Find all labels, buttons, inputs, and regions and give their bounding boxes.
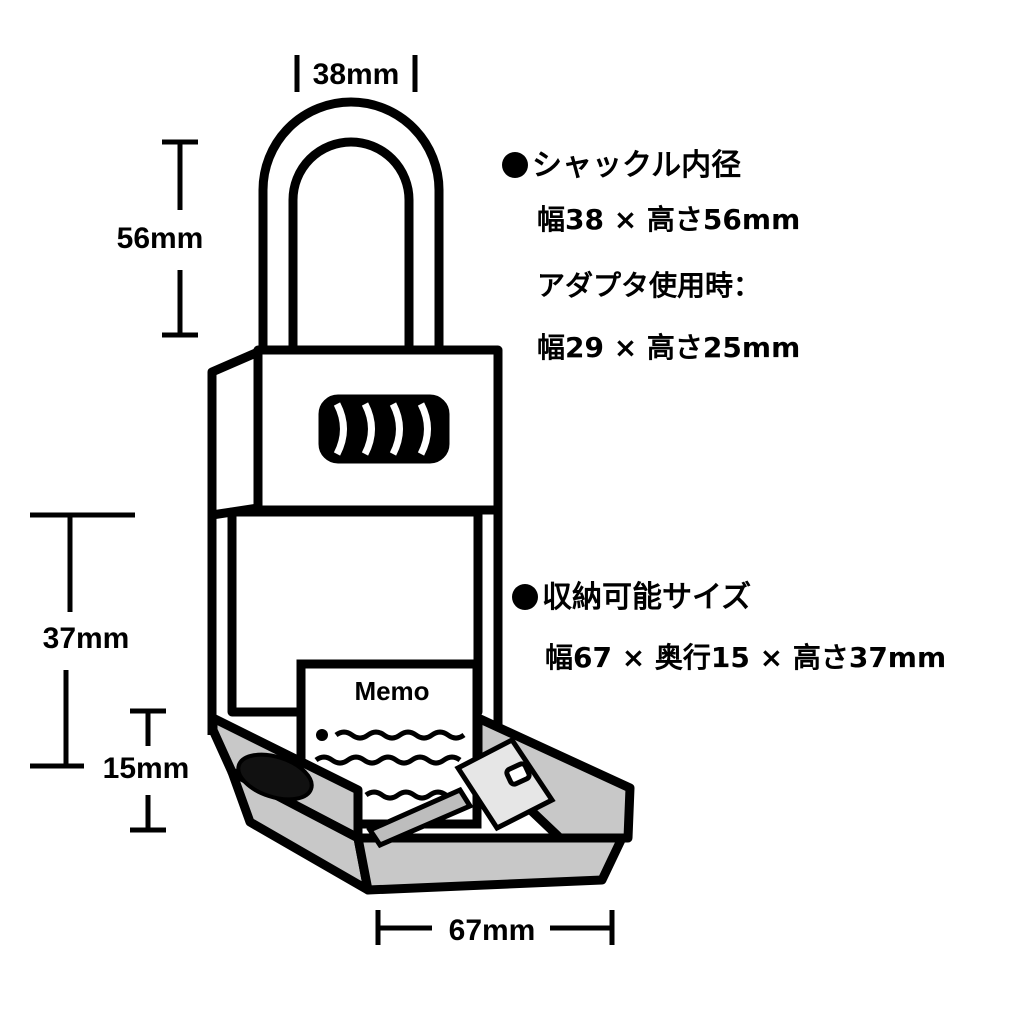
shackle <box>258 97 444 352</box>
release-button-icon <box>236 752 314 802</box>
dimension-label-15mm: 15mm <box>103 752 190 785</box>
dimension-label-67mm: 67mm <box>449 914 536 947</box>
dimension-storage-depth <box>130 708 166 833</box>
dimension-shackle-height <box>162 139 198 338</box>
dimension-label-56mm: 56mm <box>117 222 204 255</box>
shackle-spec-line-2: アダプタ使用時： <box>537 269 762 302</box>
storage-spec-heading: 収納可能サイズ <box>512 572 751 616</box>
dimension-label-37mm: 37mm <box>43 622 130 655</box>
shackle-spec-line-3: 幅29 × 高さ25mm <box>537 331 801 364</box>
bullet-icon <box>512 584 538 610</box>
shackle-spec-heading: シャックル内径 <box>502 140 741 184</box>
combination-dial-icon <box>318 394 450 464</box>
bullet-icon <box>502 152 528 178</box>
dimension-shackle-width <box>294 55 418 92</box>
storage-spec-line-1: 幅67 × 奥行15 × 高さ37mm <box>545 641 947 674</box>
shackle-spec-title: シャックル内径 <box>532 148 742 183</box>
storage-tray <box>208 713 635 895</box>
memo-label: Memo <box>354 676 429 706</box>
dimension-storage-height <box>30 512 135 769</box>
key-icon <box>366 736 556 849</box>
shackle-spec-line-1: 幅38 × 高さ56mm <box>537 203 801 236</box>
storage-spec-title: 収納可能サイズ <box>542 580 752 615</box>
dimension-storage-width <box>375 910 615 945</box>
dimension-label-38mm: 38mm <box>313 58 400 91</box>
